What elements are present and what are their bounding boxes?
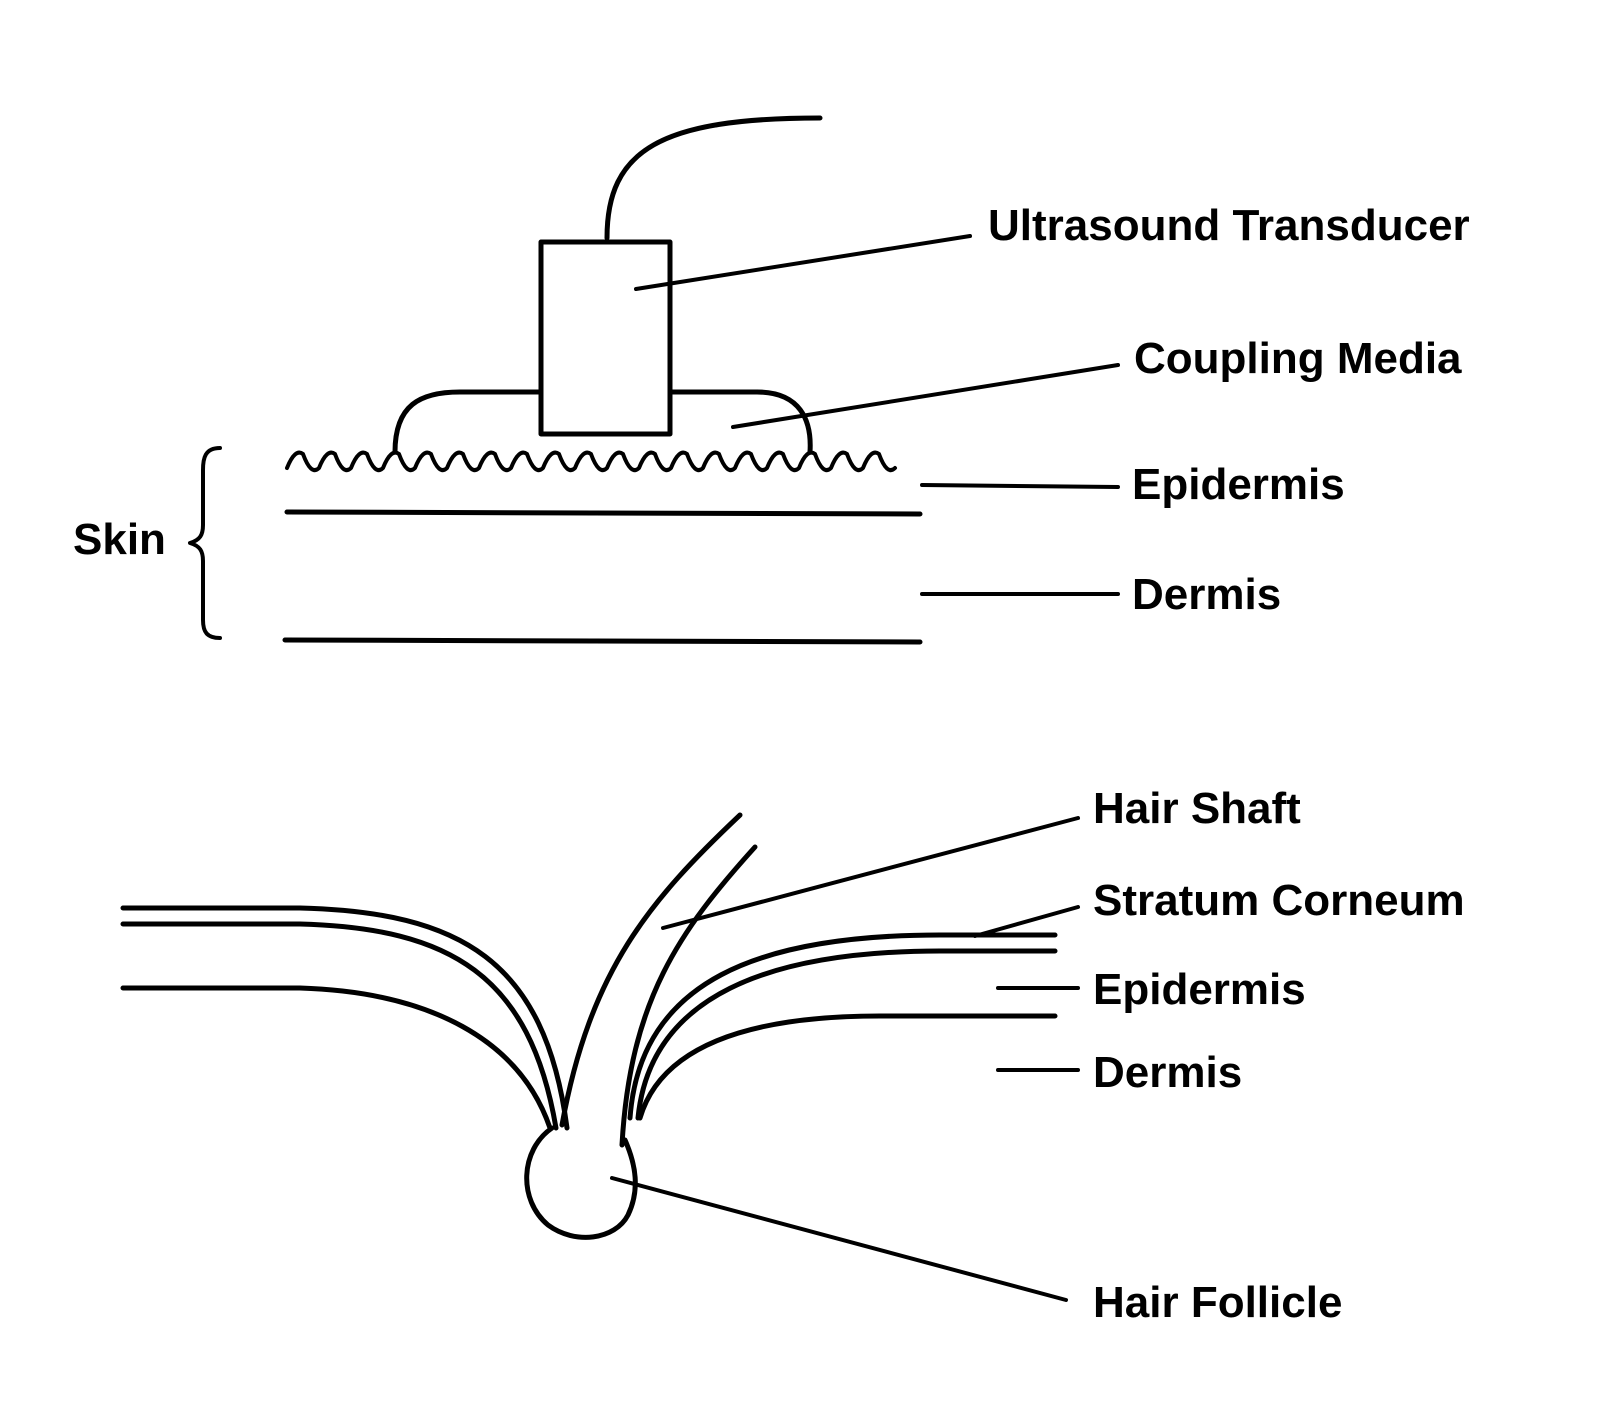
bottom-figure: Hair Shaft Stratum Corneum Epidermis Der… bbox=[120, 784, 1465, 1327]
ultrasound-transducer-leader bbox=[634, 234, 972, 291]
hair-shaft-right-edge bbox=[619, 844, 758, 1148]
skin-label: Skin bbox=[73, 515, 166, 564]
hair-shaft-label: Hair Shaft bbox=[1093, 784, 1301, 833]
hair-follicle-leader bbox=[610, 1176, 1068, 1302]
right-epidermis-boundary bbox=[637, 1013, 1058, 1121]
right-stratum-corneum-outer bbox=[627, 932, 1058, 1121]
top-dermis-label: Dermis bbox=[1132, 570, 1281, 619]
top-figure: Ultrasound Transducer Coupling Media Epi… bbox=[73, 115, 1470, 645]
hair-follicle bbox=[524, 1125, 638, 1240]
epidermis-leader bbox=[920, 483, 1120, 489]
ultrasound-transducer bbox=[538, 239, 673, 437]
right-stratum-corneum-inner bbox=[635, 948, 1058, 1121]
epidermis-dermis-boundary bbox=[284, 509, 923, 517]
bottom-epidermis-label: Epidermis bbox=[1093, 965, 1306, 1014]
bottom-dermis-label: Dermis bbox=[1093, 1048, 1242, 1097]
coupling-media-label: Coupling Media bbox=[1134, 334, 1462, 383]
dermis-lower-boundary bbox=[282, 637, 923, 645]
skin-brace bbox=[188, 446, 222, 640]
epidermis-surface-wave bbox=[285, 450, 897, 473]
transducer-cable bbox=[604, 115, 823, 241]
ultrasound-transducer-label: Ultrasound Transducer bbox=[988, 201, 1470, 250]
top-epidermis-label: Epidermis bbox=[1132, 460, 1345, 509]
coupling-media bbox=[392, 389, 813, 455]
left-stratum-corneum-inner bbox=[120, 921, 559, 1131]
stratum-corneum-label: Stratum Corneum bbox=[1093, 876, 1465, 925]
left-stratum-corneum-outer bbox=[120, 905, 570, 1131]
coupling-media-leader bbox=[731, 363, 1120, 429]
stratum-corneum-leader bbox=[973, 905, 1080, 938]
hair-follicle-label: Hair Follicle bbox=[1093, 1278, 1342, 1327]
hair-shaft-left-edge bbox=[559, 812, 743, 1128]
left-epidermis-boundary bbox=[120, 985, 553, 1131]
hair-shaft-leader bbox=[661, 816, 1080, 930]
